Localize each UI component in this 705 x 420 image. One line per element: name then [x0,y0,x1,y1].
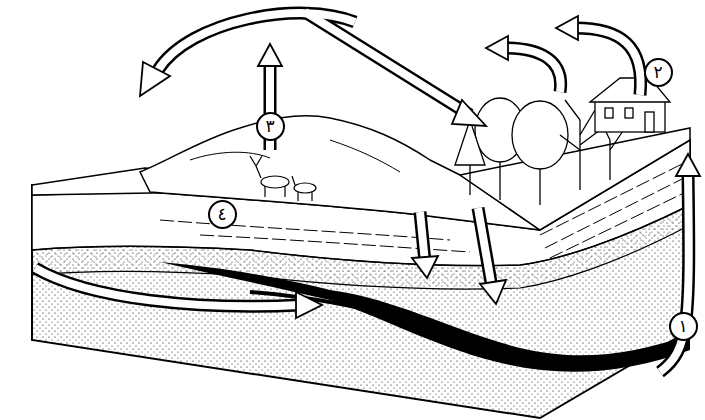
callout-circle: ٤ [208,200,237,229]
callout-number: ٤ [217,206,226,223]
callout-number: ١ [678,318,687,335]
callout-number: ٢ [653,64,662,81]
callout-circle: ٢ [644,58,673,87]
callout-number: ٣ [265,118,274,135]
callout-circle: ١ [669,312,698,341]
callout-circle: ٣ [256,112,285,141]
